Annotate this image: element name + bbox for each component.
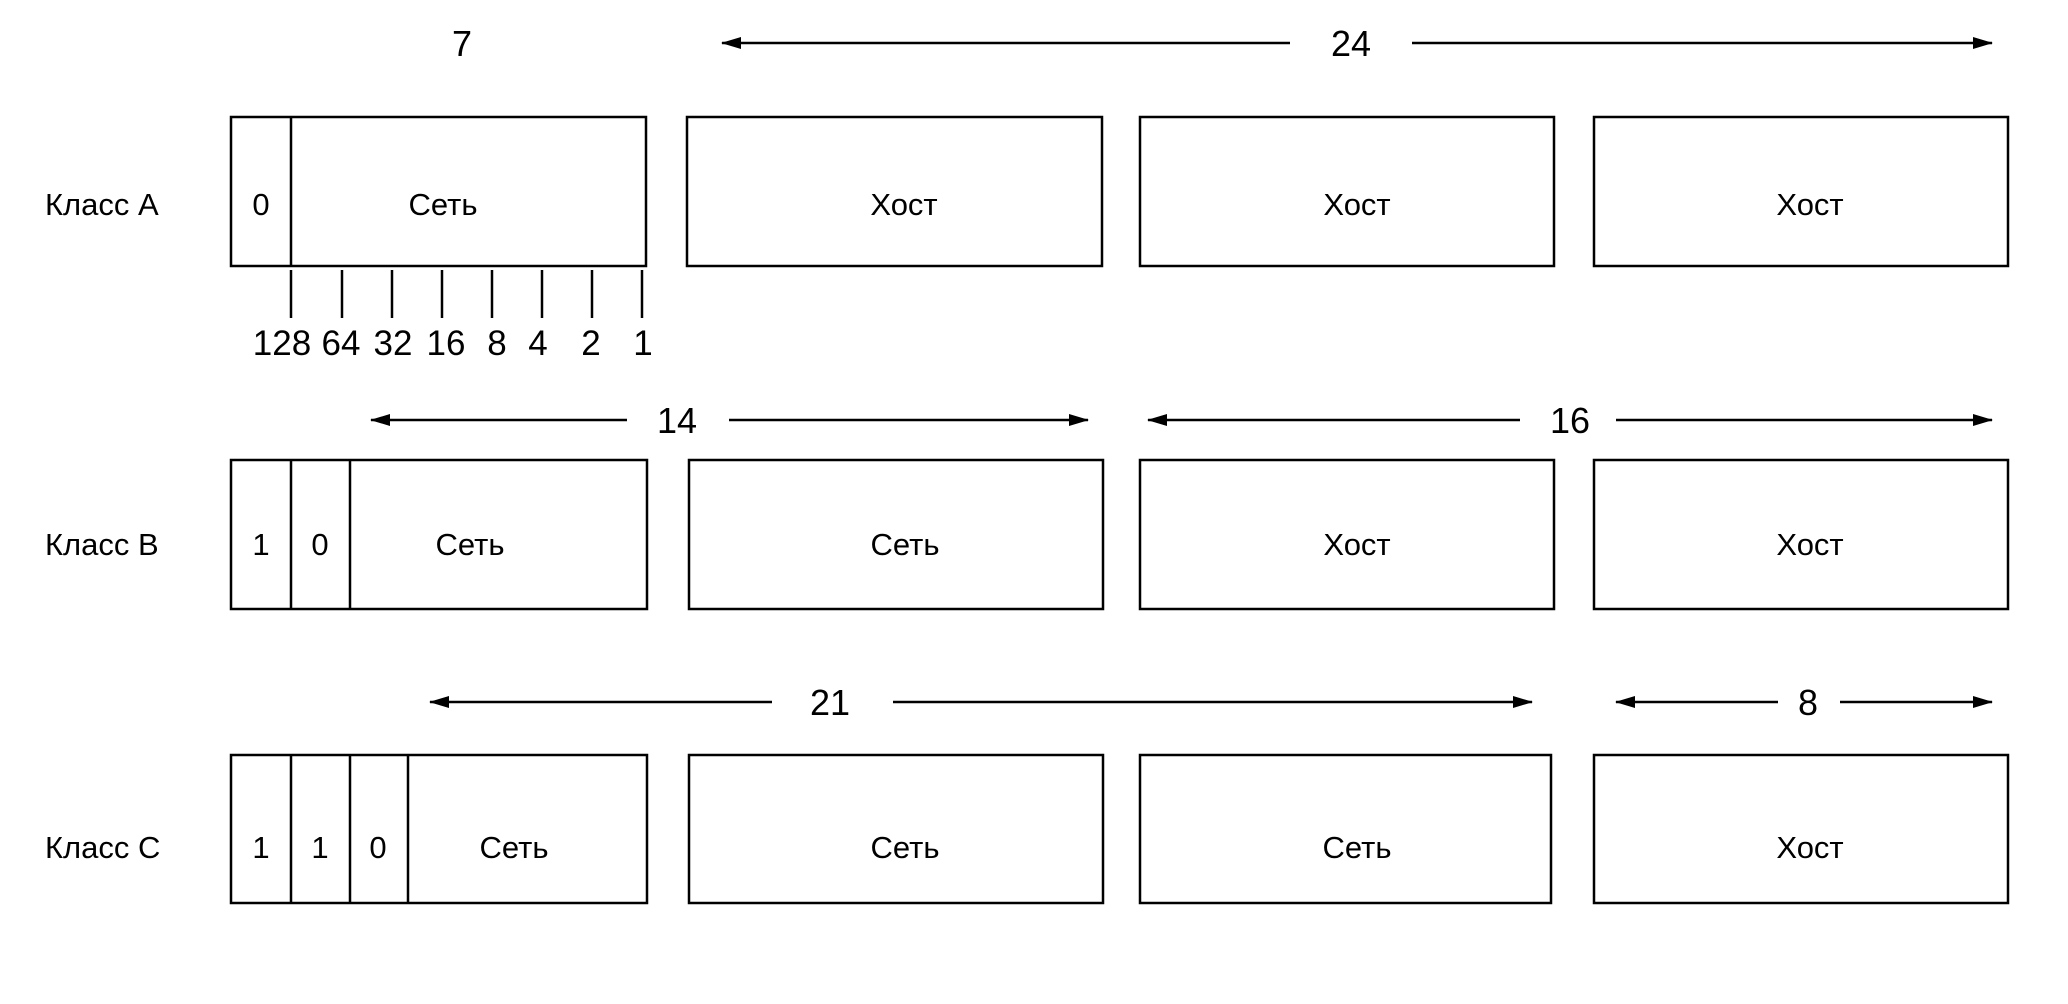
class-a-octet-3 [1138, 115, 1556, 268]
class-a-octet-4 [1592, 115, 2010, 268]
class-a-octet-1 [229, 115, 648, 268]
class-c-octet-2-label: Сеть [871, 830, 940, 865]
class-c-label: Класс С [45, 830, 160, 865]
class-c-octet-3-label: Сеть [1323, 830, 1392, 865]
bit-weight-label: 8 [487, 324, 506, 363]
class-a-octet-4-label: Хост [1776, 187, 1843, 222]
class-a-octet-1-label: Сеть [409, 187, 478, 222]
class-b-octet-2-label: Сеть [871, 527, 940, 562]
bit-weight-label: 2 [581, 324, 600, 363]
class-b-octet-3 [1138, 458, 1556, 611]
class-c-octet-3 [1138, 753, 1553, 905]
bit-weight-label: 4 [528, 324, 547, 363]
bit-weight-label: 16 [427, 324, 466, 363]
class-b-octet-4 [1592, 458, 2010, 611]
class-a-leading-bit-0: 0 [252, 187, 269, 222]
class-c-span-network-label: 21 [810, 682, 850, 723]
class-b-span-network-label: 14 [657, 400, 697, 441]
class-a-octet-3-label: Хост [1323, 187, 1390, 222]
bit-weight-label: 1 [633, 324, 652, 363]
class-c-leading-bit-1a: 1 [252, 830, 269, 865]
class-c-leading-bit-1b: 1 [311, 830, 328, 865]
class-c-leading-bit-0: 0 [369, 830, 386, 865]
class-a-label: Класс А [45, 187, 159, 222]
class-a-octet-2-label: Хост [870, 187, 937, 222]
class-c-octet-4 [1592, 753, 2010, 905]
class-b-octet-3-label: Хост [1323, 527, 1390, 562]
class-a-row: 7 24 Класс А 0 Сеть Хост Хост Хост 128 6… [45, 23, 2010, 363]
class-c-octet-1 [229, 753, 649, 905]
class-a-octet-2 [685, 115, 1104, 268]
class-a-span-network-label: 7 [452, 23, 472, 64]
class-b-row: 14 16 Класс В 1 0 Сеть Сеть Хост Хост [45, 400, 2010, 611]
class-b-octet-4-label: Хост [1776, 527, 1843, 562]
bit-weight-label: 32 [374, 324, 413, 363]
class-b-leading-bit-0: 0 [311, 527, 328, 562]
class-b-octet-1-label: Сеть [436, 527, 505, 562]
class-c-row: 21 8 Класс С 1 1 0 Сеть Сеть Сеть Хост [45, 682, 2010, 905]
bit-weight-label: 64 [322, 324, 361, 363]
class-b-span-host-label: 16 [1550, 400, 1590, 441]
class-c-span-host-label: 8 [1798, 682, 1818, 723]
class-b-octet-2 [687, 458, 1105, 611]
class-a-span-host-label: 24 [1331, 23, 1371, 64]
class-b-label: Класс В [45, 527, 159, 562]
class-c-octet-1-label: Сеть [480, 830, 549, 865]
class-b-leading-bit-1: 1 [252, 527, 269, 562]
class-c-octet-2 [687, 753, 1105, 905]
class-c-octet-4-label: Хост [1776, 830, 1843, 865]
class-b-octet-1 [229, 458, 649, 611]
class-a-bit-weights: 128 64 32 16 8 4 2 1 [253, 270, 653, 363]
bit-weight-label: 128 [253, 324, 311, 363]
